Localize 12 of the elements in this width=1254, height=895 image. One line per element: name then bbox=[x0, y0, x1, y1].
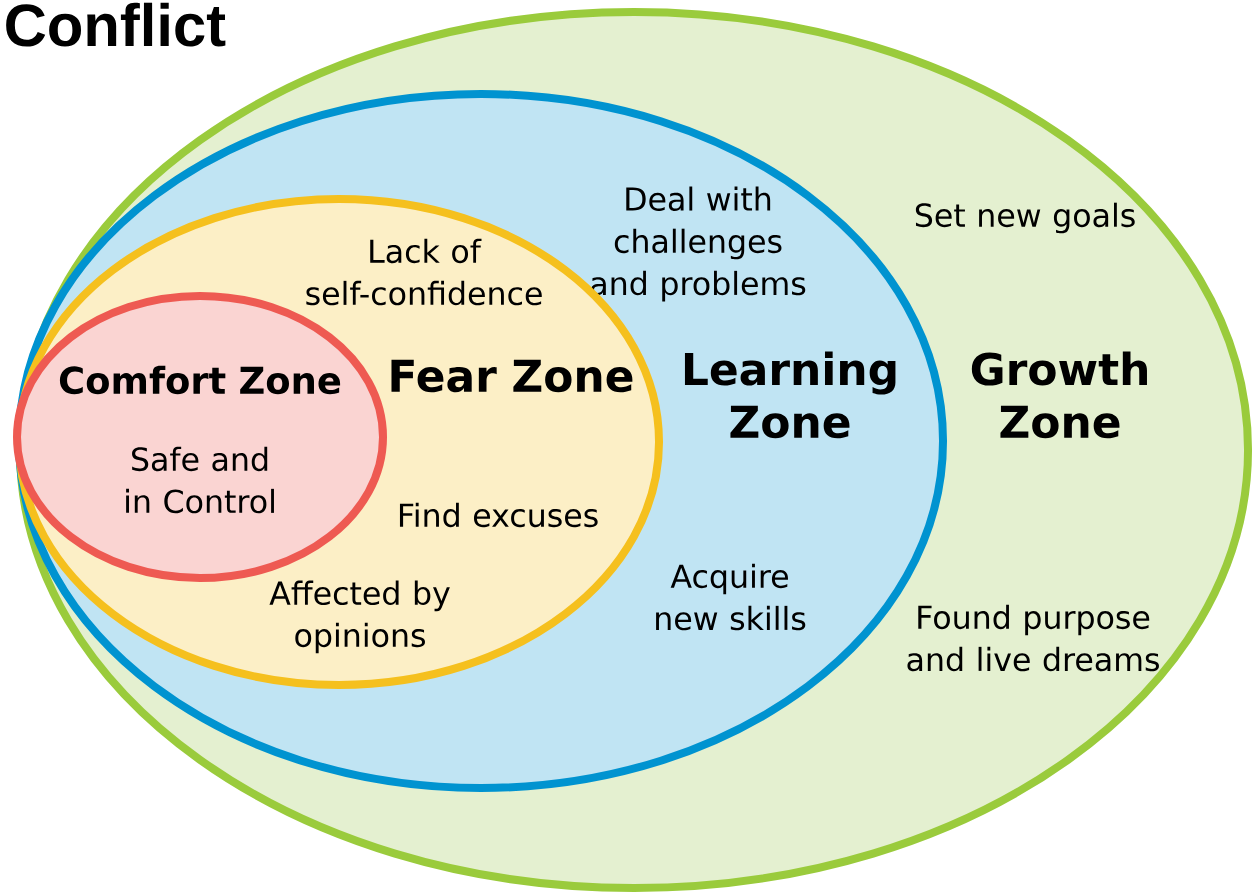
zone-heading: Growth Zone bbox=[971, 351, 1147, 439]
zone-text: Find excuses bbox=[399, 502, 598, 528]
zone-heading: Learning Zone bbox=[684, 351, 896, 439]
zone-text: Safe and in Control bbox=[126, 446, 274, 514]
zone-text: Acquire new skills bbox=[656, 563, 806, 631]
zone-text: Affected by opinions bbox=[269, 580, 450, 654]
zone-heading: Fear Zone bbox=[391, 359, 633, 393]
zone-text: Lack of self-confidence bbox=[306, 238, 542, 306]
zone-text: Set new goals bbox=[915, 202, 1135, 234]
zone-text: Found purpose and live dreams bbox=[907, 604, 1159, 672]
zone-heading: Comfort Zone bbox=[59, 365, 341, 395]
title: Conflict bbox=[6, 2, 226, 47]
